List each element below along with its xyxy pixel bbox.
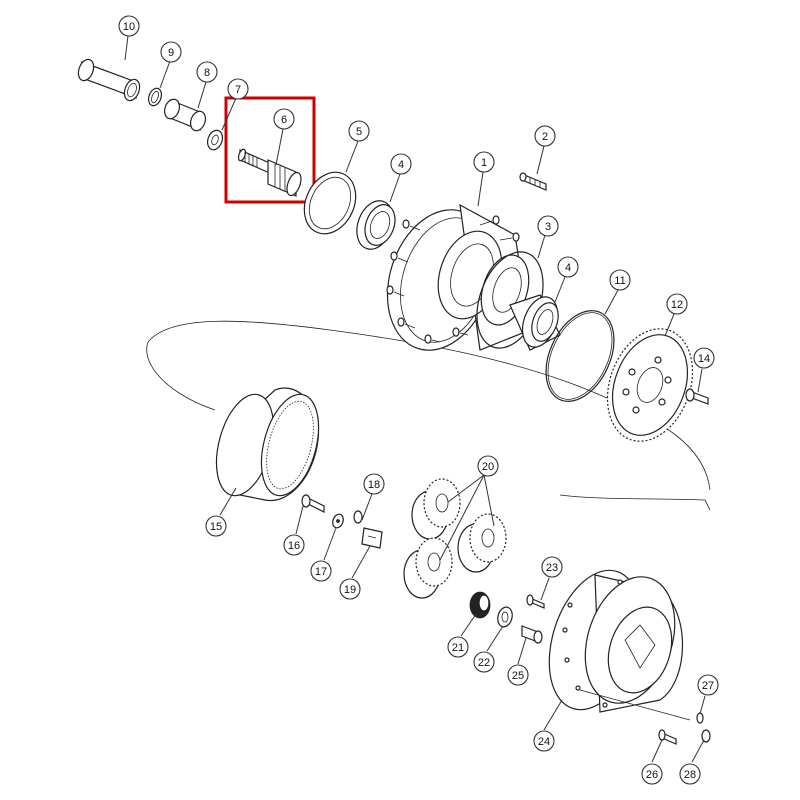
part-16-bolt: [301, 494, 325, 513]
callout-label: 26: [646, 769, 658, 781]
callout-label: 4: [565, 262, 571, 274]
callout-label: 24: [538, 736, 550, 748]
part-4-bearing-upper: [356, 200, 396, 250]
callout-8: 8: [196, 61, 218, 83]
callout-3: 3: [537, 215, 559, 237]
callout-label: 22: [478, 657, 490, 669]
callout-label: 1: [481, 157, 487, 169]
callout-label: 20: [482, 461, 494, 473]
callout-27: 27: [697, 674, 719, 696]
callout-label: 19: [344, 584, 356, 596]
part-8-bushing: [163, 98, 207, 132]
part-11-o-ring: [545, 310, 615, 402]
callout-6: 6: [273, 108, 295, 130]
part-10-bushing: [77, 58, 141, 102]
part-18-pin: [353, 510, 363, 524]
part-4-bearing-lower: [509, 294, 561, 351]
part-9-snap-ring: [147, 87, 163, 107]
callout-label: 8: [204, 67, 210, 79]
part-20-planet-gears: [403, 478, 507, 599]
part-2-stud: [519, 172, 547, 191]
callout-label: 18: [368, 479, 380, 491]
callout-label: 5: [356, 126, 362, 138]
callout-23: 23: [541, 556, 563, 578]
callout-25: 25: [507, 664, 529, 686]
part-5-seal: [303, 171, 357, 235]
callout-label: 14: [698, 353, 710, 365]
callout-5: 5: [348, 120, 370, 142]
callout-17: 17: [310, 560, 332, 582]
callout-label: 7: [235, 84, 241, 96]
callout-10: 10: [118, 15, 140, 37]
callout-label: 3: [545, 221, 551, 233]
callout-label: 17: [315, 566, 327, 578]
callout-label: 6: [281, 114, 287, 126]
callout-12: 12: [666, 293, 688, 315]
callout-label: 21: [452, 642, 464, 654]
highlight-box: [224, 96, 316, 204]
callout-26: 26: [641, 763, 663, 785]
callout-15: 15: [205, 515, 227, 537]
callout-4-upper: 4: [390, 153, 412, 175]
callout-28: 28: [679, 763, 701, 785]
callout-19: 19: [339, 578, 361, 600]
part-17-washer: [332, 513, 344, 529]
part-23-bolt: [526, 594, 545, 609]
callout-20: 20: [477, 455, 499, 477]
part-25-pin: [521, 625, 543, 644]
part-21-needle-bearing: [469, 591, 491, 619]
part-12-gear: [606, 328, 694, 442]
part-19-lock-plate: [361, 527, 383, 549]
callout-22: 22: [473, 651, 495, 673]
callout-14: 14: [693, 347, 715, 369]
callout-18: 18: [363, 473, 385, 495]
part-27-plug: [696, 712, 704, 724]
callout-16: 16: [283, 534, 305, 556]
callout-label: 12: [671, 299, 683, 311]
part-24-carrier-housing: [548, 569, 691, 721]
callout-label: 23: [546, 562, 558, 574]
callout-label: 15: [210, 521, 222, 533]
callout-label: 9: [168, 47, 174, 59]
leader-lines: [124, 35, 706, 763]
part-7-washer: [206, 129, 224, 151]
callout-label: 25: [512, 670, 524, 682]
callout-9: 9: [160, 41, 182, 63]
callout-label: 10: [123, 21, 135, 33]
callout-21: 21: [447, 636, 469, 658]
part-22-thrust-washer: [497, 606, 513, 628]
callout-1: 1: [473, 151, 495, 173]
callout-label: 2: [542, 131, 548, 143]
callout-label: 27: [702, 680, 714, 692]
callout-7: 7: [227, 78, 249, 100]
callout-2: 2: [534, 125, 556, 147]
callout-11: 11: [609, 269, 631, 291]
callout-label: 28: [684, 769, 696, 781]
part-14-bolt: [685, 388, 709, 405]
callout-4-lower: 4: [557, 256, 579, 278]
callout-label: 11: [614, 275, 625, 287]
callout-24: 24: [533, 730, 555, 752]
part-15-ring-gear: [215, 387, 320, 502]
callout-label: 4: [398, 159, 404, 171]
callout-label: 16: [288, 540, 300, 552]
part-6-splined-shaft: [237, 148, 302, 197]
part-28-o-ring: [701, 729, 711, 743]
